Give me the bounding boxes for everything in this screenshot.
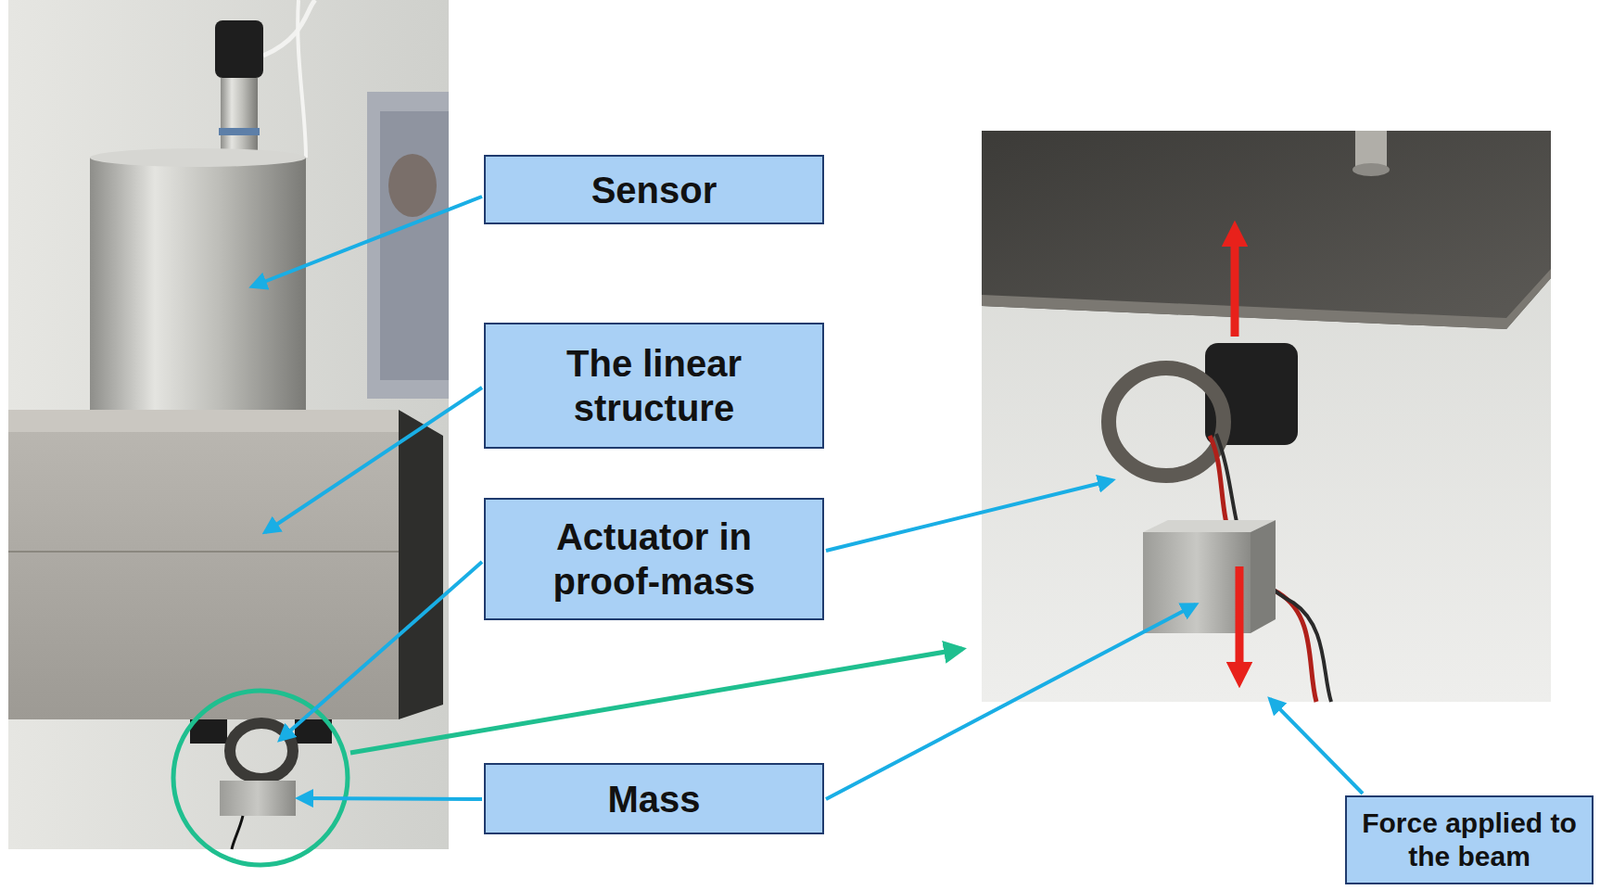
beam-plate (981, 130, 1551, 330)
wall-poster-inner (380, 111, 449, 381)
leader-lines (252, 196, 1363, 800)
sensor-cylinder (89, 157, 306, 410)
sensor-top (89, 148, 306, 167)
wall-poster (367, 91, 449, 399)
label-text: The linear structure (498, 341, 810, 431)
force-arrow (1235, 566, 1245, 675)
label-box: Sensor (483, 154, 825, 225)
bolt-head (1352, 163, 1390, 177)
wire (297, 0, 306, 158)
actuator-frame (1108, 368, 1224, 476)
label-text: Mass (607, 776, 700, 822)
label-box: Mass (483, 762, 825, 835)
proof-mass (1142, 532, 1251, 634)
right-photo (981, 130, 1551, 702)
label-box: Force applied to the beam (1345, 795, 1594, 885)
leader-line (825, 604, 1196, 800)
actuator (229, 723, 293, 779)
label-text: Actuator in proof-mass (498, 514, 810, 604)
leader-line (252, 196, 483, 287)
connector-cap (215, 20, 264, 78)
leader-line (825, 480, 1113, 551)
poster-figure (388, 153, 437, 217)
leader-line (1269, 698, 1363, 794)
label-text: Sensor (591, 167, 718, 213)
label-text: Force applied to the beam (1359, 806, 1579, 874)
zoom-arrow (350, 648, 963, 753)
beam-top (8, 409, 399, 432)
connector-body (220, 77, 258, 153)
left-photo (8, 0, 449, 865)
photo-background (981, 130, 1551, 702)
leader-line (279, 561, 483, 740)
beam-front (8, 431, 399, 720)
mass-side (1250, 520, 1276, 634)
highlight-circle (173, 690, 348, 865)
wall (8, 0, 449, 850)
label-box: Actuator in proof-mass (483, 497, 825, 621)
leader-line (265, 387, 483, 533)
wire (231, 815, 243, 850)
beam-seam (8, 550, 399, 553)
sensor-cable (263, 0, 316, 56)
label-box: The linear structure (483, 322, 825, 449)
plate-edge (981, 268, 1551, 330)
beam-side (398, 409, 444, 720)
connector-ring (218, 127, 260, 136)
force-arrow (1231, 233, 1240, 337)
proof-mass (219, 780, 296, 816)
leader-line (298, 798, 483, 800)
